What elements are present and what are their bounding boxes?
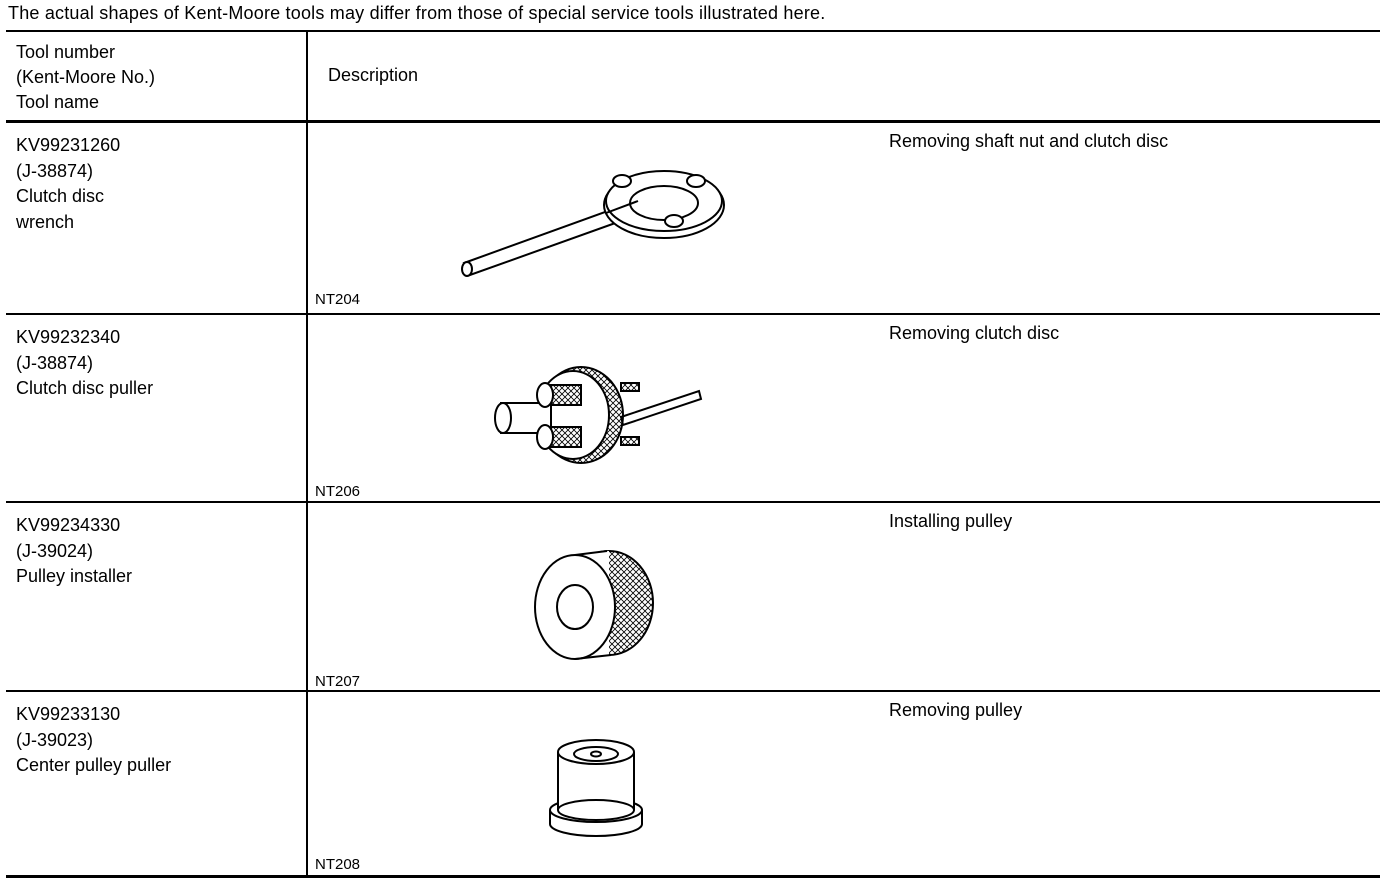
tool-info: KV99234330 (J-39024) Pulley installer xyxy=(16,513,132,590)
tool-info: KV99232340 (J-38874) Clutch disc puller xyxy=(16,325,153,402)
tool-number: KV99233130 xyxy=(16,704,121,724)
tool-number: KV99234330 xyxy=(16,515,121,535)
table-bottom-rule xyxy=(6,875,1380,878)
pulley-installer-illustration xyxy=(531,545,661,665)
figure-ref: NT204 xyxy=(315,291,361,308)
clutch-disc-puller-illustration xyxy=(481,355,711,465)
table-row: KV99231260 (J-38874) Clutch disc wrench xyxy=(6,123,1380,313)
header-line: Tool number xyxy=(16,42,116,62)
header-tool-column: Tool number (Kent-Moore No.) Tool name xyxy=(16,40,155,115)
header-description: Description xyxy=(328,65,419,85)
header-line: Tool name xyxy=(16,92,100,112)
tool-name: Center pulley puller xyxy=(16,755,172,775)
tool-description: Installing pulley xyxy=(889,511,1013,531)
tool-description: Removing clutch disc xyxy=(889,323,1060,343)
tool-name: Clutch disc xyxy=(16,186,105,206)
tool-number: KV99232340 xyxy=(16,327,121,347)
row-divider xyxy=(6,501,1380,503)
center-pulley-puller-illustration xyxy=(542,734,652,844)
table-top-rule xyxy=(6,30,1380,32)
kent-moore-number: (J-39023) xyxy=(16,729,94,750)
kent-moore-number: (J-39024) xyxy=(16,540,94,561)
kent-moore-number: (J-38874) xyxy=(16,160,94,181)
figure-ref: NT208 xyxy=(315,856,361,873)
tool-name: Clutch disc puller xyxy=(16,378,154,398)
table-row: KV99232340 (J-38874) Clutch disc puller xyxy=(6,315,1380,501)
figure-ref: NT206 xyxy=(315,483,361,500)
note-text: The actual shapes of Kent-Moore tools ma… xyxy=(8,3,826,23)
tool-number: KV99231260 xyxy=(16,135,121,155)
tool-name: wrench xyxy=(16,211,75,232)
row-divider xyxy=(6,313,1380,315)
header-line: (Kent-Moore No.) xyxy=(16,67,156,87)
header-bottom-rule xyxy=(6,120,1380,123)
kent-moore-number: (J-38874) xyxy=(16,352,94,373)
table-row: KV99233130 (J-39023) Center pulley pulle… xyxy=(6,692,1380,875)
figure-ref: NT207 xyxy=(315,673,361,690)
tool-name: Pulley installer xyxy=(16,566,133,586)
tool-info: KV99231260 (J-38874) Clutch disc wrench xyxy=(16,133,120,235)
clutch-disc-wrench-illustration xyxy=(456,163,736,278)
table-row: KV99234330 (J-39024) Pulley installer xyxy=(6,503,1380,690)
special-service-tools-table: Tool number (Kent-Moore No.) Tool name D… xyxy=(6,30,1380,878)
tool-description: Removing pulley xyxy=(889,700,1023,720)
row-divider xyxy=(6,690,1380,692)
tool-info: KV99233130 (J-39023) Center pulley pulle… xyxy=(16,702,171,779)
column-divider xyxy=(306,30,308,878)
tool-description: Removing shaft nut and clutch disc xyxy=(889,131,1169,151)
